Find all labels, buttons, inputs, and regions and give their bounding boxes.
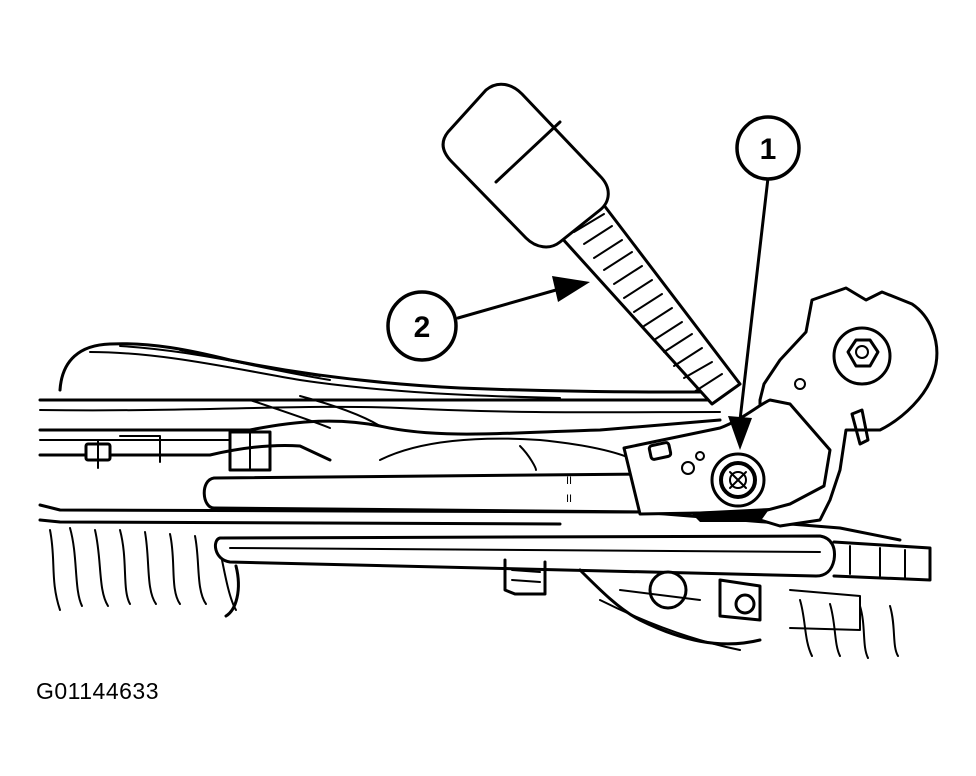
callout-2-label: 2 (414, 311, 431, 344)
latch-bar: II ΙΙ (202, 472, 660, 514)
figure-id: G01144633 (36, 678, 160, 704)
seat-belt-buckle (441, 82, 742, 406)
carpet-edge (49, 527, 899, 659)
callout-leader-2 (456, 276, 590, 320)
seat-frame-lower (38, 503, 932, 651)
callout-1-label: 1 (760, 133, 777, 166)
callout-leader-1 (728, 176, 770, 450)
callout-1: 1 (735, 115, 801, 181)
callout-2: 2 (386, 290, 458, 362)
recliner-bracket (622, 286, 939, 528)
svg-text:II: II (566, 475, 572, 487)
svg-text:ΙΙ: ΙΙ (566, 493, 572, 505)
seat-cushion (38, 342, 722, 472)
